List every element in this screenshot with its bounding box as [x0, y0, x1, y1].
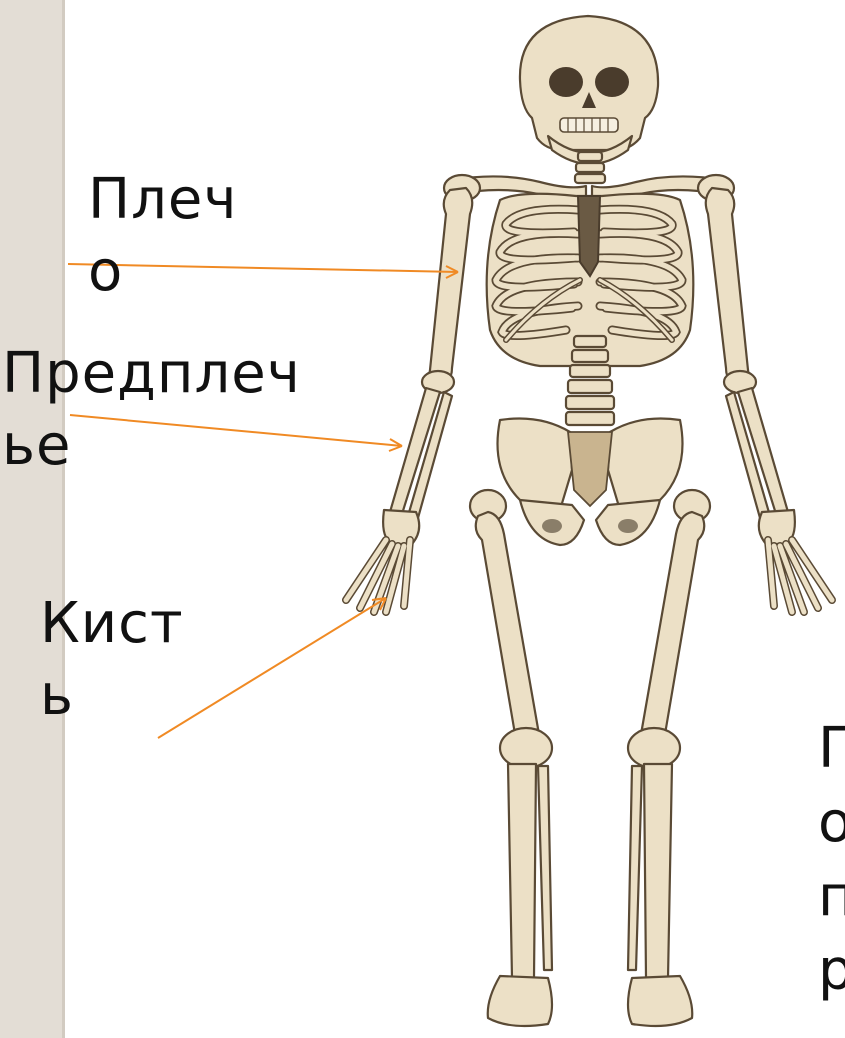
arm-right [706, 188, 832, 612]
skull [520, 16, 658, 164]
arm-left [346, 188, 472, 612]
neck-vertebrae [575, 152, 605, 183]
spine [566, 336, 614, 425]
leg-left [470, 490, 552, 1026]
leg-right [628, 490, 710, 1026]
label-shoulder: Плеч о [88, 164, 237, 308]
pelvis [498, 419, 683, 546]
pointer-line-hand [158, 598, 386, 738]
label-forearm: Предплеч ье [2, 338, 301, 482]
label-hand: Кист ь [40, 588, 184, 732]
label-cut-off-right: П о п р [818, 712, 845, 1008]
